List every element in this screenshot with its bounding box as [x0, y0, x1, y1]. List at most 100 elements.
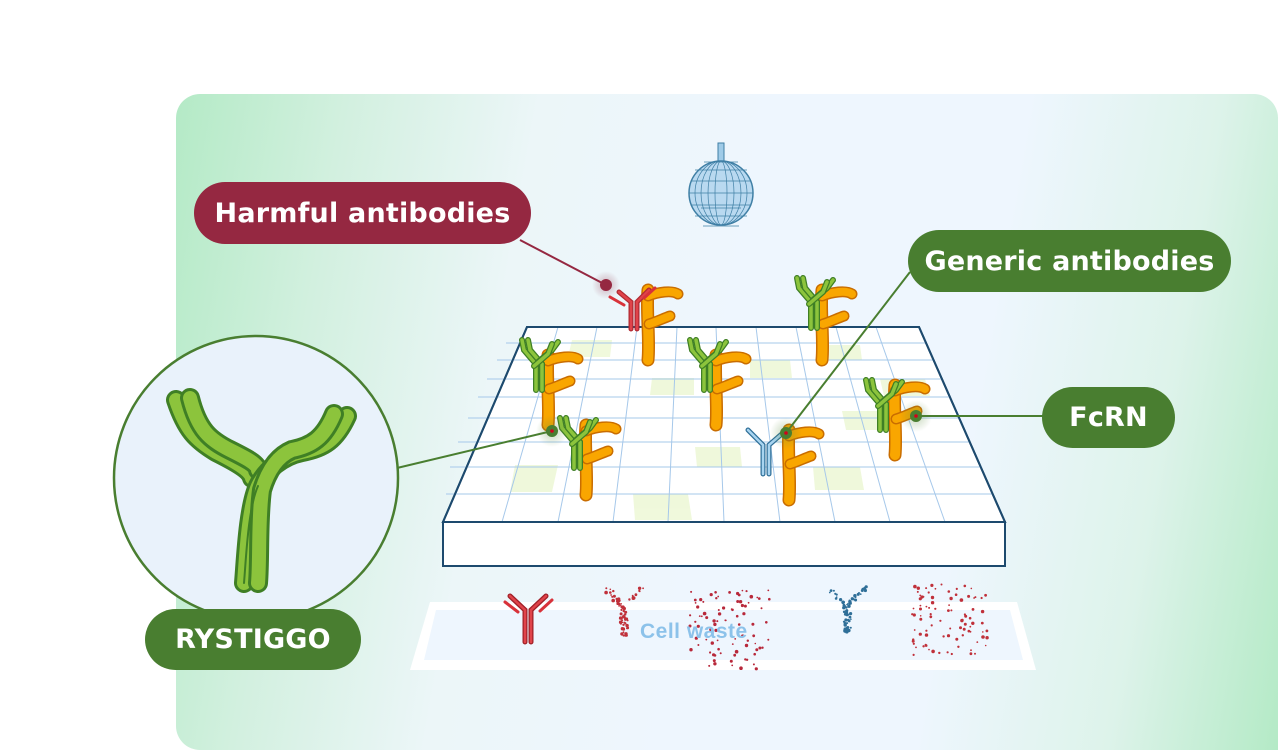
debris-dot [736, 600, 740, 603]
debris-dot [616, 599, 620, 603]
debris-dot [974, 652, 976, 655]
debris-dot [930, 601, 935, 605]
debris-dot [620, 605, 623, 609]
debris-dot [717, 647, 720, 651]
rystiggo-label: RYSTIGGO [145, 609, 361, 670]
debris-dot [716, 620, 719, 623]
debris-dot [949, 627, 952, 630]
debris-dot [828, 591, 831, 594]
debris-dot [839, 598, 843, 602]
connector-generic [770, 271, 911, 449]
debris-dot [963, 613, 967, 616]
debris-dot [768, 597, 771, 601]
debris-dot [611, 595, 614, 598]
debris-dot [739, 666, 743, 670]
debris-dot [622, 615, 625, 618]
debris-dot [765, 621, 768, 624]
debris-dot [741, 589, 744, 592]
debris-dot [928, 606, 931, 609]
debris-dot [963, 584, 967, 588]
debris-dot [912, 613, 916, 617]
debris-dot [752, 634, 756, 638]
debris-dot [708, 664, 711, 667]
debris-dot [934, 587, 937, 590]
debris-dot [930, 583, 934, 588]
debris-dot [697, 644, 700, 646]
debris-dot [957, 645, 960, 648]
debris-dot [620, 603, 622, 605]
debris-dot [694, 636, 698, 640]
debris-dot [621, 621, 624, 624]
fcrn-label: FcRN [1042, 387, 1175, 448]
debris-dot [731, 664, 734, 667]
debris-dot [717, 609, 720, 611]
debris-dot [609, 591, 612, 594]
debris-dot [924, 633, 929, 637]
debris-dot [746, 639, 749, 642]
connector-rystiggo [396, 415, 568, 469]
debris-dot [847, 629, 850, 631]
debris-dot [984, 593, 987, 597]
debris-dot [848, 615, 852, 619]
debris-dot [955, 587, 958, 591]
debris-dot [742, 612, 746, 616]
debris-dot [924, 644, 928, 647]
debris-dot [959, 598, 964, 602]
debris-dot [699, 598, 703, 602]
debris-dot [696, 624, 700, 628]
debris-dot [624, 610, 628, 614]
debris-dot [847, 602, 849, 605]
debris-dot [912, 607, 915, 610]
debris-dot [842, 604, 847, 609]
debris-dot [950, 652, 953, 656]
debris-dot [859, 593, 862, 595]
debris-dot [619, 612, 623, 616]
debris-dot [971, 608, 975, 611]
debris-dot [737, 623, 741, 626]
debris-dot [946, 634, 951, 638]
debris-dot [638, 589, 641, 593]
debris-dot [861, 587, 865, 591]
debris-dot [716, 639, 719, 642]
debris-dot [609, 588, 612, 591]
debris-dot [642, 587, 644, 590]
debris-dot [722, 606, 726, 610]
debris-dot [848, 601, 852, 605]
debris-dot [939, 619, 942, 622]
debris-dot [625, 634, 628, 637]
debris-dot [842, 600, 845, 604]
debris-dot [745, 658, 749, 661]
debris-dot [960, 618, 964, 623]
intact-harmful-antibody-icon [503, 593, 554, 645]
debris-dot [624, 607, 626, 609]
debris-dot [912, 653, 915, 657]
debris-dot [946, 651, 949, 654]
debris-dot [714, 628, 718, 633]
debris-dot [634, 593, 638, 597]
debris-dot [618, 620, 623, 624]
debris-dot [694, 620, 697, 623]
debris-dot [752, 663, 755, 666]
debris-dot [913, 629, 916, 631]
debris-dot [916, 586, 920, 590]
debris-dot [736, 591, 740, 596]
debris-dot [618, 605, 620, 607]
debris-dot [916, 590, 919, 593]
debris-dot [980, 596, 983, 600]
debris-dot [971, 621, 975, 625]
debris-dot [969, 630, 972, 633]
debris-dot [969, 652, 973, 656]
debris-dot [967, 594, 971, 598]
debris-dot [615, 597, 618, 601]
debris-dot [754, 667, 758, 671]
connector-harmful [519, 239, 620, 299]
debris-dot [622, 623, 625, 626]
debris-dot [849, 612, 853, 616]
debris-dot [955, 637, 959, 641]
debris-dot [915, 646, 917, 649]
debris-dot [922, 595, 925, 598]
degraded-antibody-debris [604, 583, 989, 671]
debris-dot [925, 587, 928, 590]
debris-dot [734, 638, 737, 640]
debris-dot [929, 613, 932, 616]
